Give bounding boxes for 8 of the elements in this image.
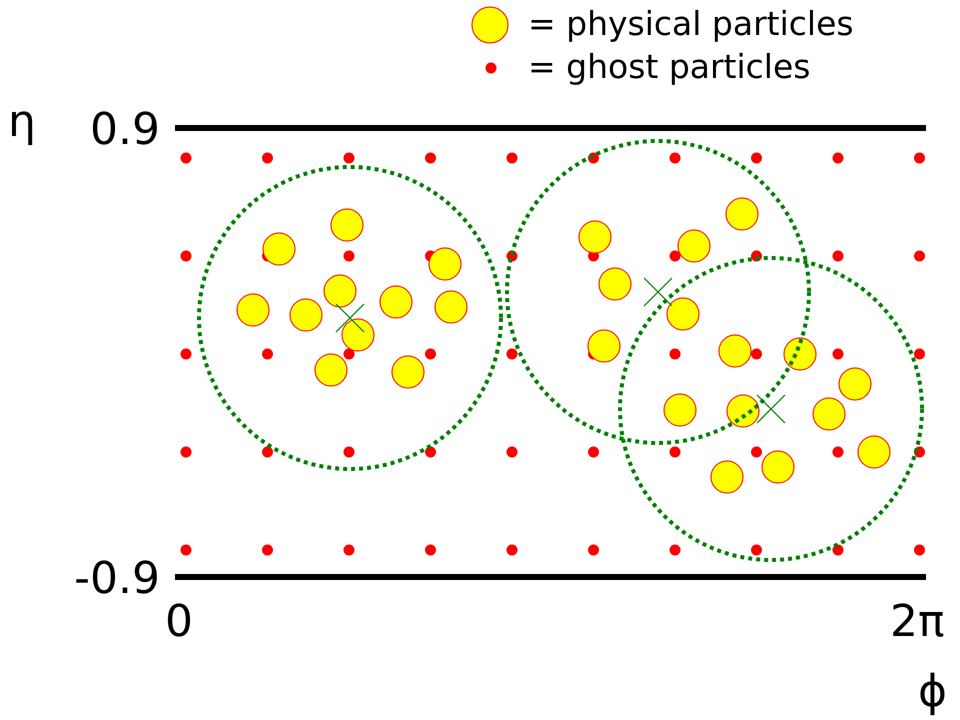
tick-label: -0.9 (74, 557, 160, 601)
axis-title: ϕ (918, 670, 948, 714)
legend-label: = physical particles (528, 7, 854, 40)
tick-label: 2π (890, 600, 944, 644)
tick-label: 0.9 (90, 108, 160, 152)
legend-label: = ghost particles (528, 50, 810, 83)
tick-label: 0 (165, 600, 193, 644)
axis-title: η (8, 100, 36, 144)
